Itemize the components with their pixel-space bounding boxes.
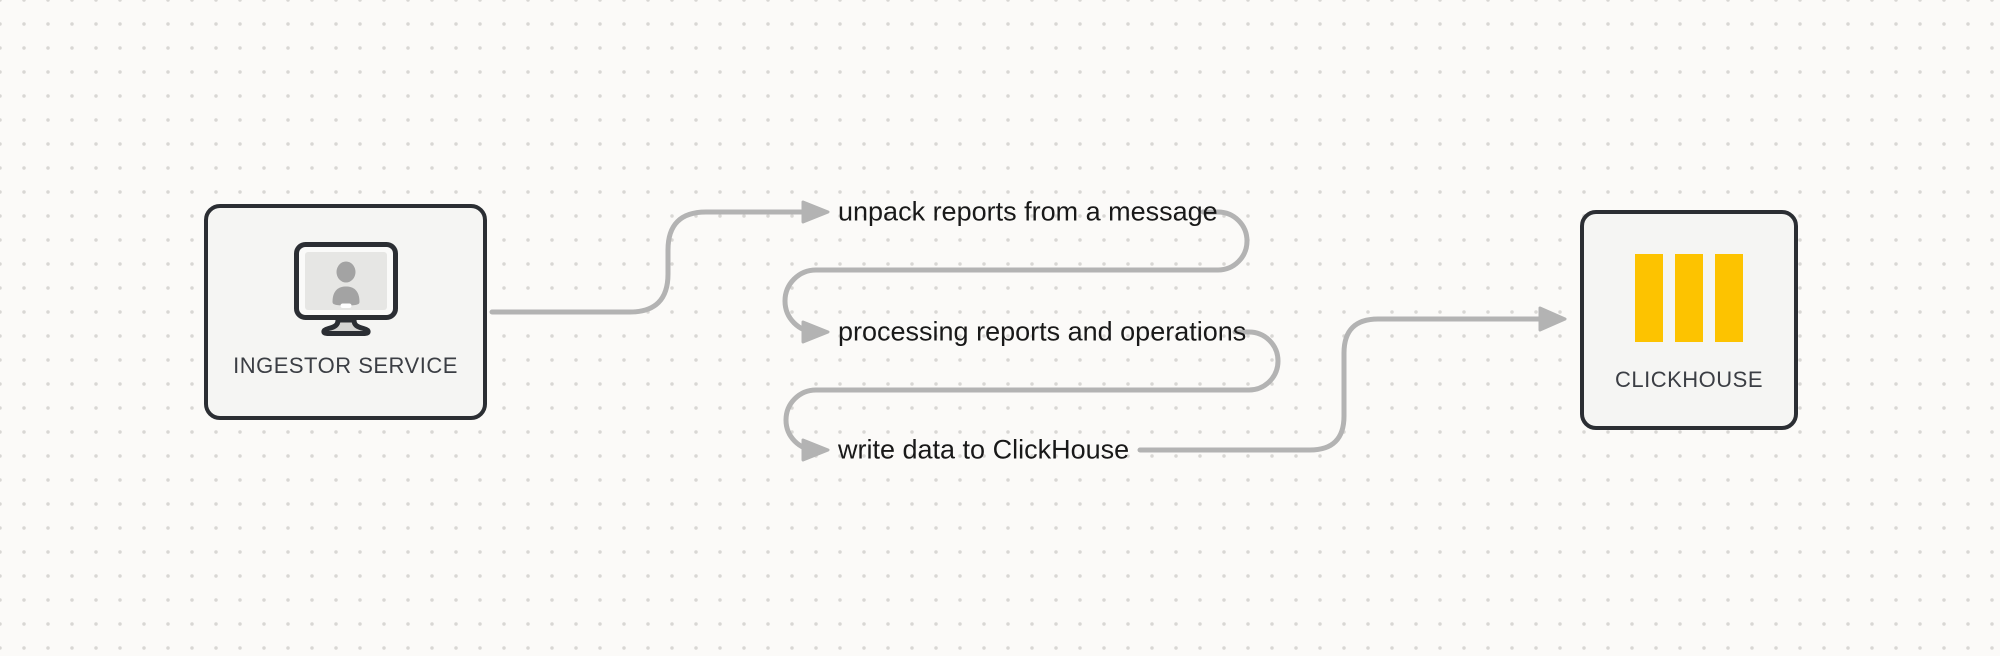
person-silhouette-icon (336, 261, 355, 283)
step-label-unpack-reports: unpack reports from a message (838, 196, 1218, 227)
connector-ingestor-to-step1 (489, 209, 807, 315)
monitor-button (340, 303, 351, 308)
connector-step2-to-step3 (783, 329, 1281, 453)
ingestor-service-label: INGESTOR SERVICE (233, 353, 458, 378)
monitor-user-icon (293, 242, 398, 336)
clickhouse-label: CLICKHOUSE (1614, 367, 1764, 392)
arrowhead-clickhouse-icon (1538, 306, 1567, 332)
clickhouse-bar (1635, 254, 1663, 342)
node-clickhouse[interactable]: CLICKHOUSE (1580, 210, 1798, 430)
step-label-write-data: write data to ClickHouse (838, 434, 1130, 465)
arrowhead-step2-icon (801, 320, 830, 344)
clickhouse-bars-icon (1635, 254, 1743, 342)
arrowhead-step3-icon (801, 438, 830, 462)
connector-step3-to-clickhouse (1137, 316, 1543, 453)
clickhouse-bar (1715, 254, 1743, 342)
arrowhead-step1-icon (801, 200, 830, 224)
node-ingestor-service[interactable]: INGESTOR SERVICE (204, 204, 487, 420)
clickhouse-bar (1675, 254, 1703, 342)
step-label-processing-reports: processing reports and operations (838, 316, 1247, 347)
connector-step1-to-step2 (782, 209, 1250, 335)
monitor-stand (320, 317, 371, 336)
